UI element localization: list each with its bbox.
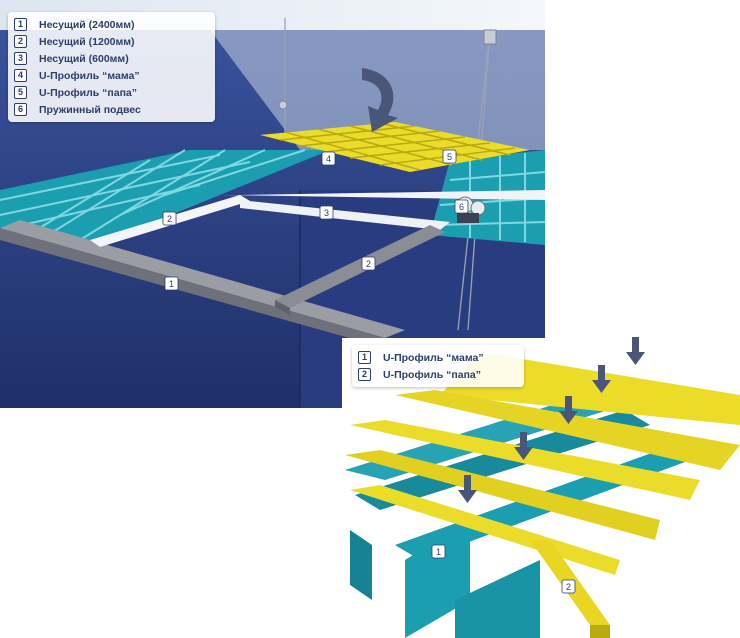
svg-text:4: 4 (326, 154, 331, 164)
legend-label: Несущий (600мм) (39, 52, 129, 65)
legend-item: 2 U-Профиль “папа” (358, 366, 518, 383)
insertion-arrows (458, 337, 645, 503)
legend-number: 2 (358, 368, 371, 381)
legend-item: 4 U-Профиль “мама” (14, 67, 209, 84)
svg-text:1: 1 (169, 279, 174, 289)
down-arrow-icon (559, 396, 578, 424)
callout-detail-1: 1 (431, 544, 446, 559)
svg-text:2: 2 (167, 214, 172, 224)
legend-item: 1 Несущий (2400мм) (14, 16, 209, 33)
legend-main: 1 Несущий (2400мм) 2 Несущий (1200мм) 3 … (8, 12, 215, 122)
legend-label: U-Профиль “папа” (39, 86, 138, 99)
callout-main-4: 4 (321, 151, 336, 166)
yellow-main-profiles (345, 352, 740, 638)
callout-main-1: 1 (164, 276, 179, 291)
down-arrow-icon (592, 365, 611, 393)
legend-item: 5 U-Профиль “папа” (14, 84, 209, 101)
legend-item: 1 U-Профиль “мама” (358, 349, 518, 366)
callout-main-5: 5 (442, 149, 457, 164)
svg-text:3: 3 (324, 208, 329, 218)
legend-label: U-Профиль “мама” (39, 69, 140, 82)
legend-number: 6 (14, 103, 27, 116)
legend-number: 4 (14, 69, 27, 82)
legend-item: 3 Несущий (600мм) (14, 50, 209, 67)
legend-detail: 1 U-Профиль “мама” 2 U-Профиль “папа” (352, 345, 524, 387)
legend-number: 1 (14, 18, 27, 31)
callout-main-3: 3 (319, 205, 334, 220)
legend-label: U-Профиль “папа” (383, 368, 482, 381)
legend-number: 3 (14, 52, 27, 65)
legend-number: 2 (14, 35, 27, 48)
down-arrow-icon (514, 432, 533, 460)
yellow-profile-panel (260, 122, 530, 172)
legend-label: Несущий (2400мм) (39, 18, 135, 31)
down-arrow-icon (626, 337, 645, 365)
svg-text:2: 2 (566, 582, 571, 592)
install-arrow-icon (362, 68, 398, 132)
teal-tile-grid-left (0, 149, 330, 241)
svg-text:1: 1 (436, 547, 441, 557)
callout-main-2a: 2 (162, 211, 177, 226)
callout-detail-2: 2 (561, 579, 576, 594)
callout-main-2b: 2 (361, 256, 376, 271)
legend-label: Пружинный подвес (39, 103, 141, 116)
down-arrow-icon (458, 475, 477, 503)
legend-label: U-Профиль “мама” (383, 351, 484, 364)
legend-number: 5 (14, 86, 27, 99)
callout-main-6: 6 (454, 199, 469, 214)
ceiling-anchor-icon (278, 29, 497, 110)
legend-number: 1 (358, 351, 371, 364)
svg-text:5: 5 (447, 152, 452, 162)
legend-item: 6 Пружинный подвес (14, 101, 209, 118)
svg-text:2: 2 (366, 259, 371, 269)
legend-label: Несущий (1200мм) (39, 35, 135, 48)
legend-item: 2 Несущий (1200мм) (14, 33, 209, 50)
svg-text:6: 6 (459, 202, 464, 212)
